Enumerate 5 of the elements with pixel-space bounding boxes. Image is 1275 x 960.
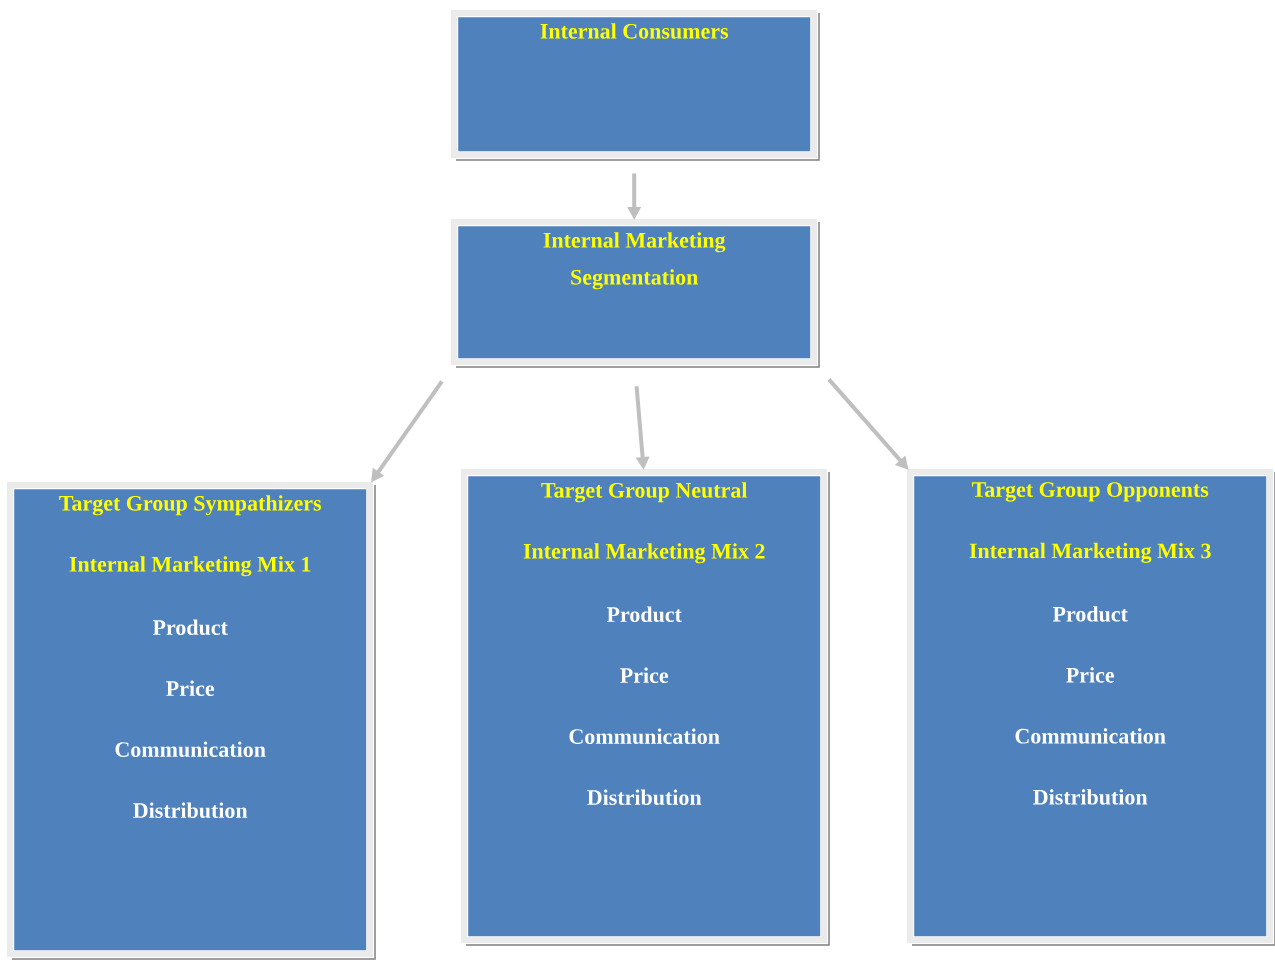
process-box: Target Group Opponents Internal Marketing Mix 3 Product Price Communication Distribution xyxy=(907,469,1275,946)
process-box: Target Group Neutral Internal Marketing Mix 2 Product Price Communication Distribution xyxy=(461,469,830,946)
process-box: Internal Marketing Segmentation xyxy=(451,219,820,368)
process-box: Target Group Sympathizers Internal Marketing Mix 1 Product Price Communication Distribution xyxy=(7,482,376,960)
process-box: Internal Consumers xyxy=(451,10,820,161)
